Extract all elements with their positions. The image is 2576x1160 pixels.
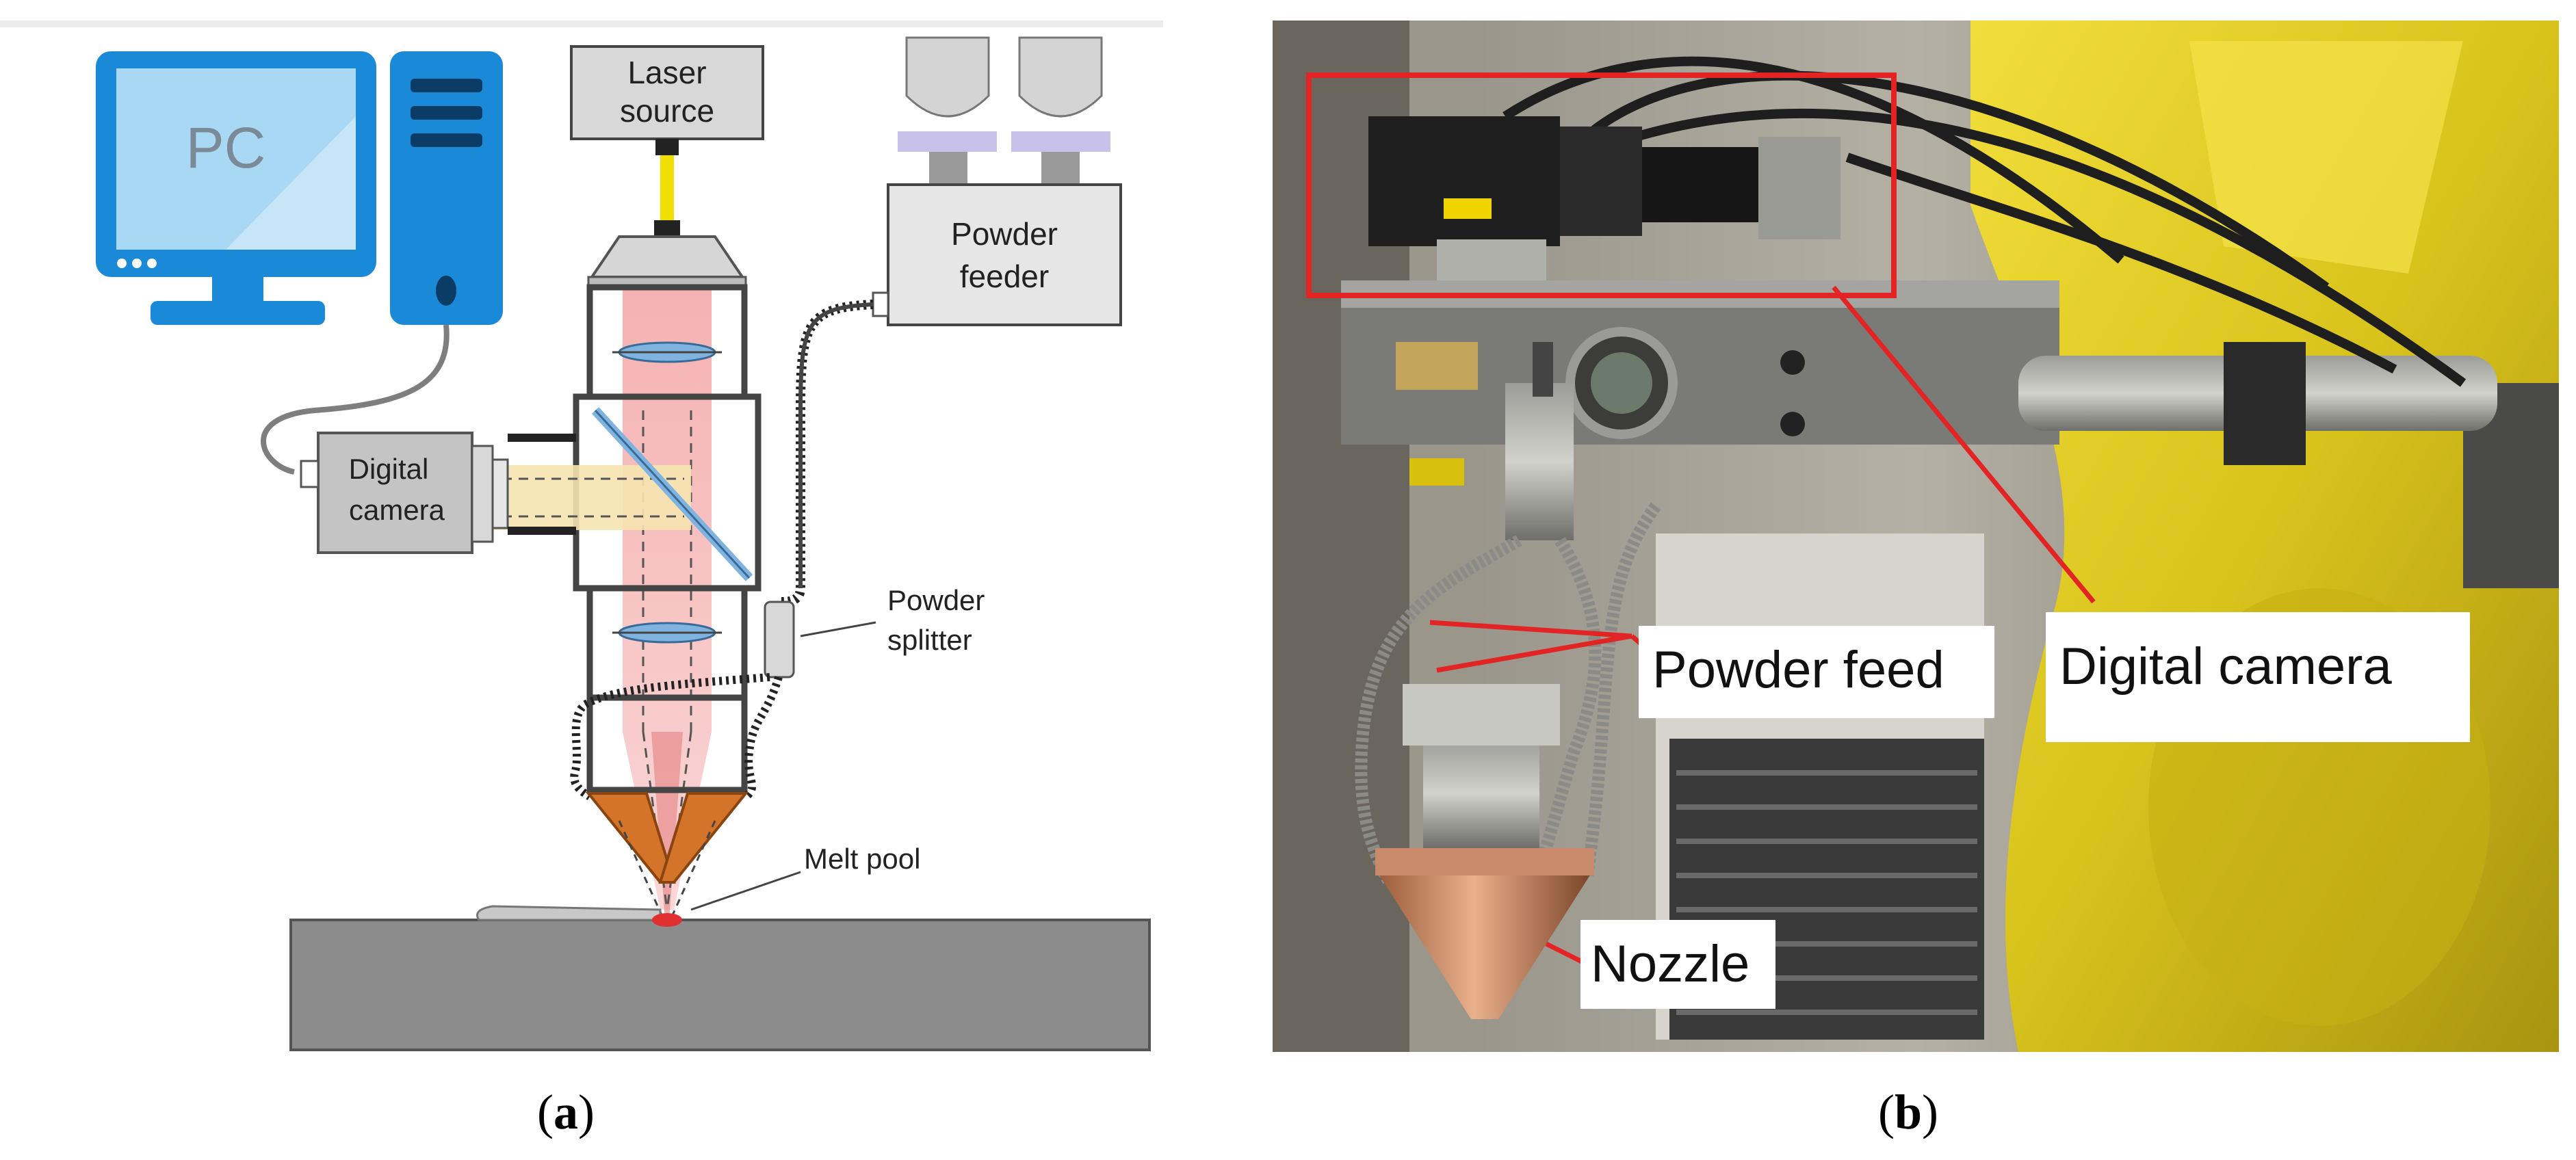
digital-camera-box: Digital camera <box>300 432 576 554</box>
digital-camera-label-box <box>2046 612 2470 742</box>
photo-nozzle-body <box>1423 739 1539 848</box>
caption-a-letter: a <box>553 1085 578 1139</box>
camera-highlight-box <box>1306 72 1897 298</box>
laser-source-label-line2: source <box>620 93 714 129</box>
panel-a-top-rule <box>0 21 1163 27</box>
photo-feed-block <box>1505 383 1574 540</box>
caption-b: (b) <box>1878 1085 1939 1139</box>
photo-copper-nozzle <box>1375 869 1594 1019</box>
panel-a-schematic: PC Laser source <box>0 21 1163 1051</box>
deposited-track <box>476 905 662 921</box>
nozzle-label-box <box>1580 920 1775 1009</box>
laser-source-label-line1: Laser <box>627 55 706 90</box>
photo-brass-plate <box>1396 342 1478 390</box>
melt-pool-spot <box>652 913 682 927</box>
laser-source-box: Laser source <box>570 45 764 237</box>
digital-camera-label-line2: camera <box>349 494 445 526</box>
photo-digital-camera <box>1368 116 1840 280</box>
optic-head-cap <box>589 235 745 278</box>
powder-hopper-left <box>905 36 990 118</box>
pc-label: PC <box>186 116 266 180</box>
digital-camera-photo-label: Digital camera <box>2059 637 2392 696</box>
pc-camera-cable <box>261 324 450 475</box>
nozzle-right-half <box>658 792 749 884</box>
powder-feed-label: Powder feed <box>1652 641 1944 699</box>
powder-splitter-label-line1: Powder <box>887 584 985 616</box>
powder-feeder-label-line1: Powder <box>951 216 1058 252</box>
optic-head-frame <box>573 284 762 793</box>
powder-splitter-label-line2: splitter <box>887 624 972 656</box>
powder-feeder-label-line2: feeder <box>960 259 1049 294</box>
caption-a: (a) <box>537 1085 595 1139</box>
melt-pool-label: Melt pool <box>804 843 920 875</box>
digital-camera-label-line1: Digital <box>349 453 429 485</box>
powder-feeder-box: Powder feeder <box>872 36 1122 326</box>
nozzle-label: Nozzle <box>1591 935 1749 993</box>
powder-feed-label-box <box>1639 626 1994 718</box>
pc-tower-icon <box>390 51 503 325</box>
powder-hose <box>781 300 874 607</box>
caption-b-letter: b <box>1894 1085 1923 1139</box>
nozzle-hose-left <box>570 673 770 800</box>
laser-beam <box>623 287 712 910</box>
pc-monitor-icon: PC <box>96 51 376 325</box>
powder-splitter <box>764 601 795 678</box>
panel-b-photo: Powder feed Digital camera Nozzle <box>1273 21 2559 1052</box>
powder-hopper-right <box>1018 36 1103 118</box>
workpiece <box>289 919 1151 1051</box>
